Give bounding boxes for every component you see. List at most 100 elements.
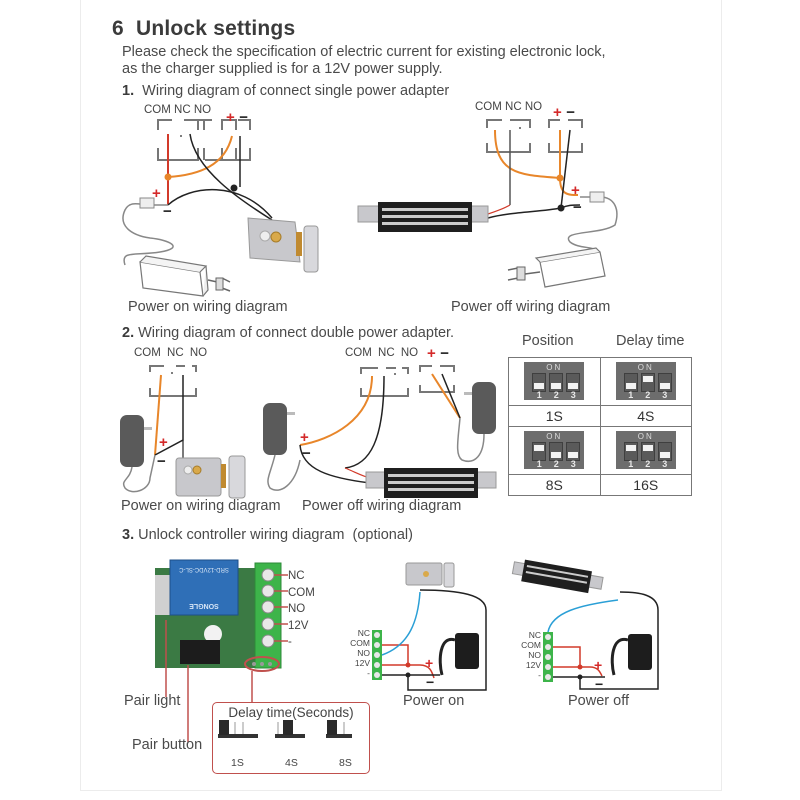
s1-right-terminal-labels: COM NC NO — [475, 101, 542, 113]
mini-label-12v: 12V — [354, 658, 370, 668]
s2-right-wall-adapter-right — [456, 382, 496, 462]
label-nc: NC — [505, 101, 522, 113]
dip-switch-number: 2 — [553, 458, 559, 469]
s2-right-relay-terminal-block — [360, 367, 409, 397]
s1-right-plus-label: + — [571, 182, 580, 199]
controller-label-com: COM — [288, 586, 315, 599]
label-minus: − — [239, 109, 248, 126]
jumper-8s — [326, 720, 352, 738]
dip-switch-3-off — [657, 441, 672, 461]
relay-brand-text: SONGLE — [189, 602, 219, 609]
dip-switch-knob — [568, 382, 579, 389]
mini-label-com: COM — [350, 638, 370, 648]
s2-right-caption: Power off wiring diagram — [302, 498, 462, 514]
dip-switch-knob — [642, 444, 653, 451]
s1-right-caption: Power off wiring diagram — [451, 299, 611, 315]
dip-switch-knob — [534, 444, 545, 451]
mini-label-nc: NC — [528, 630, 541, 640]
dip-switch-number: 2 — [553, 389, 559, 400]
s3-on-terminal-labels: NC COM NO 12V - — [348, 628, 370, 678]
dip-value-8s: 8S — [508, 474, 601, 496]
jumper-label-8s: 8S — [339, 757, 352, 769]
dip-switch-2-on — [640, 441, 655, 461]
s1-right-polarity-labels: + − — [553, 104, 575, 122]
section2-number: 2. — [122, 325, 135, 341]
s2-right-black-wire-b — [441, 373, 461, 419]
section3-title: 3. Unlock controller wiring diagram (opt… — [122, 527, 413, 543]
dip-switch-knob — [551, 451, 562, 458]
s2-right-orange-wire-a — [299, 375, 373, 446]
dip-header-position: Position — [522, 333, 574, 349]
label-com: COM — [144, 104, 171, 116]
dip-switch-3-off — [657, 372, 672, 392]
s2-right-minus-label: − — [302, 445, 311, 462]
s1-left-terminal-labels: COM NC NO — [144, 104, 211, 116]
section-heading: 6 Unlock settings — [112, 17, 295, 41]
s1-left-power-terminal-block — [221, 119, 251, 161]
dip-switch-3-off — [566, 372, 581, 392]
s1-right-magnetic-lock — [357, 202, 489, 232]
controller-label-minus: - — [288, 636, 292, 648]
dip-switch-knob — [642, 375, 653, 382]
dip-switch-1-off — [623, 372, 638, 392]
s2-right-polarity-labels: + − — [427, 345, 449, 363]
label-minus: − — [566, 104, 575, 121]
dip-value-1s: 1S — [508, 405, 601, 427]
dip-switch-number: 2 — [645, 389, 651, 400]
heading-number: 6 — [112, 17, 124, 40]
dip-switch-knob — [534, 382, 545, 389]
s2-left-minus-label: − — [157, 453, 166, 470]
s2-right-plus-label: + — [300, 429, 309, 446]
s1-left-black-wire-a — [189, 133, 273, 221]
s1-right-power-adapter — [507, 247, 606, 288]
label-no: NO — [400, 347, 419, 359]
section3-optional: (optional) — [352, 527, 413, 543]
mini-label-com: COM — [521, 640, 541, 650]
mini-label-nc: NC — [357, 628, 370, 638]
dip-on-label: ON — [637, 431, 654, 441]
dip-value-4s: 4S — [599, 405, 692, 427]
s1-left-minus-label: − — [163, 203, 172, 220]
label-plus: + — [427, 345, 436, 362]
mini-label-minus: - — [538, 670, 541, 680]
mini-label-12v: 12V — [525, 660, 541, 670]
s2-left-relay-terminal-block — [149, 365, 197, 397]
s2-right-black-wire-a — [344, 375, 385, 469]
jumper-4s — [275, 720, 305, 738]
s2-right-terminal-labels: COM NC NO — [345, 347, 418, 359]
s1-left-polarity-labels: + − — [226, 109, 248, 127]
label-com: COM — [475, 101, 502, 113]
s1-left-power-adapter — [139, 255, 231, 297]
label-no: NO — [189, 347, 208, 359]
s2-left-orange-wire — [154, 374, 162, 456]
label-plus: + — [226, 109, 235, 126]
s2-left-terminal-labels: COM NC NO — [134, 347, 207, 359]
section2-title: 2. Wiring diagram of connect double powe… — [122, 325, 454, 341]
dip-switch-number: 3 — [570, 389, 576, 400]
label-com: COM — [345, 347, 372, 359]
label-no: NO — [524, 101, 543, 113]
s2-right-wall-adapter-left — [263, 403, 301, 491]
pair-button-label: Pair button — [132, 737, 203, 753]
delay-time-box: Delay time(Seconds) 1S 4S 8S — [212, 702, 370, 774]
controller-label-no: NO — [288, 603, 306, 615]
s1-right-relay-terminal-block — [486, 119, 531, 153]
label-com: COM — [134, 347, 161, 359]
jumper-label-1s: 1S — [231, 757, 244, 769]
label-minus: − — [440, 345, 449, 362]
mini-label-no: NO — [357, 648, 370, 658]
dip-switch-knob — [659, 451, 670, 458]
dip-switch-number: 3 — [662, 458, 668, 469]
dip-switch-1-off — [532, 372, 547, 392]
label-nc: NC — [174, 104, 191, 116]
s1-right-black-wire-c — [487, 204, 581, 219]
section2-title-text: Wiring diagram of connect double power a… — [138, 325, 455, 341]
jumper-1s — [218, 720, 258, 738]
power-on-caption: Power on — [403, 693, 465, 709]
label-plus: + — [553, 104, 562, 121]
s1-left-caption: Power on wiring diagram — [128, 299, 288, 315]
